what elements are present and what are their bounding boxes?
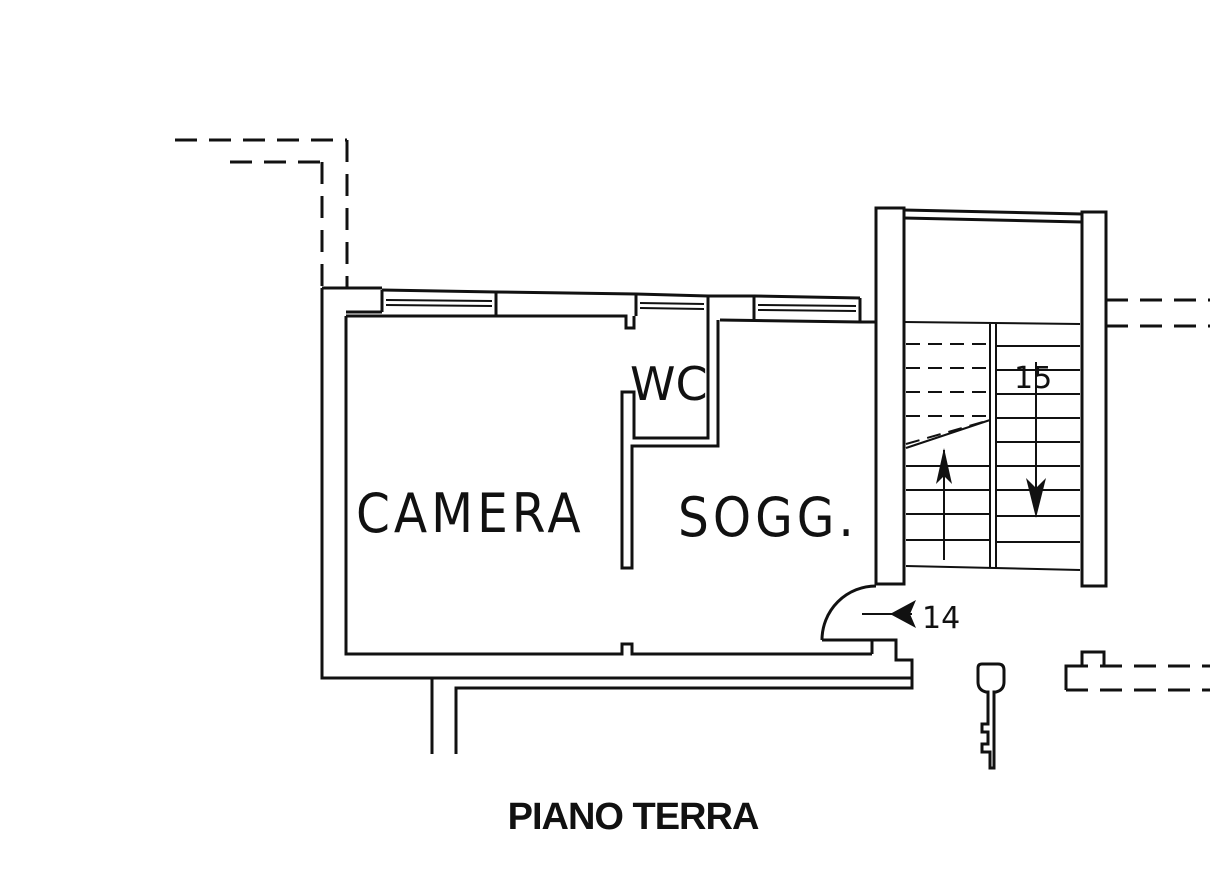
- floor-title: PIANO TERRA: [507, 796, 760, 838]
- neighbour-outline-left: [175, 138, 349, 288]
- exterior-walls: [320, 286, 914, 754]
- stair-up-arrow-icon: [936, 448, 952, 560]
- stair-walls: [874, 206, 1108, 588]
- stair-down-arrow-icon: [1026, 362, 1046, 518]
- stair-steps-down: 15: [1014, 361, 1052, 396]
- neighbour-outline-right: [1066, 212, 1210, 692]
- neighbour-fragment: [1064, 650, 1106, 690]
- key-icon: [976, 662, 1006, 770]
- entry-steps: 14: [922, 601, 960, 636]
- wc-walls: [620, 320, 720, 570]
- entrance-door: [820, 584, 877, 642]
- staircase: [903, 321, 1081, 571]
- room-label-camera: CAMERA: [356, 482, 585, 545]
- windows: [385, 299, 857, 312]
- room-label-wc: WC: [630, 357, 708, 411]
- room-label-soggiorno: SOGG.: [678, 486, 858, 549]
- entry-arrow-icon: [862, 600, 916, 628]
